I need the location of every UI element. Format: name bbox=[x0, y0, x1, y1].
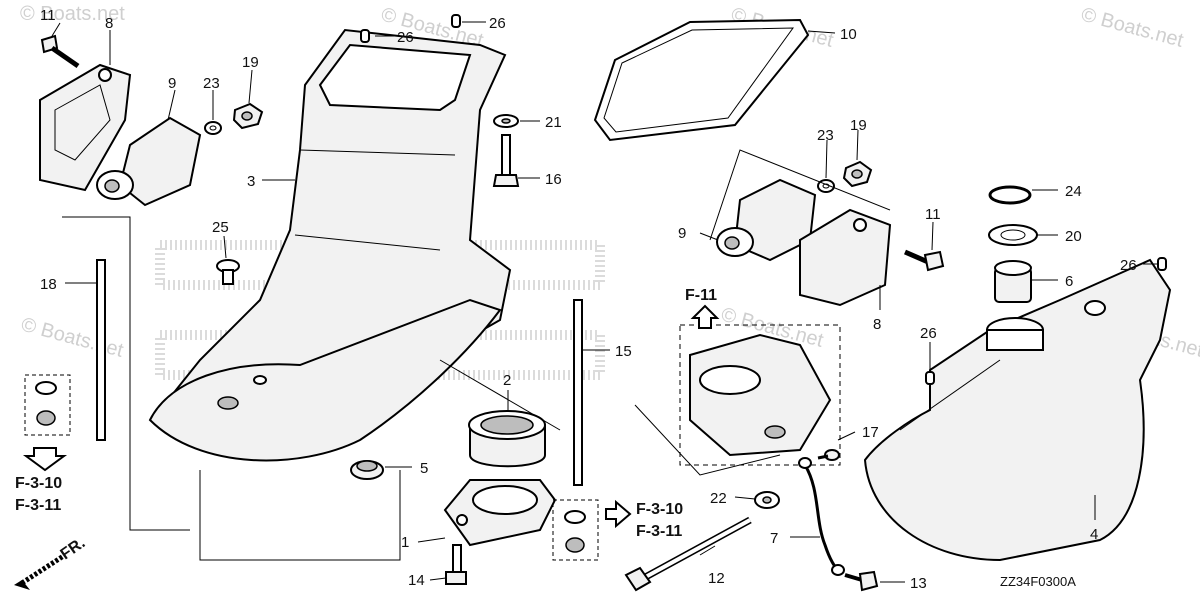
part-3-extension-case bbox=[148, 28, 512, 462]
callout-15: 15 bbox=[615, 343, 632, 360]
part-11-bolt-right bbox=[904, 249, 945, 272]
part-18-stud bbox=[96, 259, 106, 441]
part-6-bushing bbox=[994, 260, 1032, 303]
callout-8-left: 8 bbox=[105, 15, 113, 32]
ref-box-left-assembly bbox=[24, 374, 71, 436]
callout-19-left: 19 bbox=[242, 54, 259, 71]
callout-8-right: 8 bbox=[873, 316, 881, 333]
ref-mid-f310: F-3-10 bbox=[636, 501, 683, 518]
callout-24: 24 bbox=[1065, 183, 1082, 200]
part-26-dowel-c bbox=[1157, 257, 1167, 271]
part-17-screw bbox=[817, 449, 840, 461]
callout-23-right: 23 bbox=[817, 127, 834, 144]
callout-5: 5 bbox=[420, 460, 428, 477]
callout-18: 18 bbox=[40, 276, 57, 293]
callout-2: 2 bbox=[503, 372, 511, 389]
part-11-bolt-left bbox=[40, 34, 80, 69]
callout-26-a: 26 bbox=[397, 29, 414, 46]
callout-11-right: 11 bbox=[925, 206, 941, 223]
part-9-mount-left bbox=[96, 116, 202, 207]
part-23-washer-left bbox=[204, 121, 222, 135]
construction-lines bbox=[62, 149, 1001, 561]
callout-9-left: 9 bbox=[168, 75, 176, 92]
callout-17: 17 bbox=[862, 424, 879, 441]
ref-f11: F-11 bbox=[685, 287, 717, 304]
ref-box-mid-assembly bbox=[552, 499, 599, 561]
callout-10: 10 bbox=[840, 26, 857, 43]
callout-1: 1 bbox=[401, 534, 409, 551]
ref-left-f311: F-3-11 bbox=[15, 497, 61, 514]
part-24-circlip bbox=[988, 185, 1032, 205]
part-19-nut-right bbox=[842, 160, 873, 188]
callout-16: 16 bbox=[545, 171, 562, 188]
ref-left-f310: F-3-10 bbox=[15, 475, 62, 492]
f11-up-arrow bbox=[690, 304, 720, 329]
callout-12: 12 bbox=[708, 570, 725, 587]
callout-11-left: 11 bbox=[40, 7, 56, 24]
part-15-stud bbox=[573, 299, 583, 486]
part-4-lower-case bbox=[863, 258, 1172, 562]
callout-6: 6 bbox=[1065, 273, 1073, 290]
part-8-bracket-right bbox=[799, 208, 892, 307]
callout-13: 13 bbox=[910, 575, 927, 592]
part-20-ring bbox=[988, 224, 1038, 246]
diagram-code: ZZ34F0300A bbox=[1000, 574, 1076, 589]
f11-component bbox=[679, 324, 841, 466]
callout-22: 22 bbox=[710, 490, 727, 507]
part-5-seal bbox=[350, 460, 384, 480]
callout-19-right: 19 bbox=[850, 117, 867, 134]
callout-3: 3 bbox=[247, 173, 255, 190]
watermark-4: © Boats.net bbox=[1079, 4, 1186, 52]
right-arrow-mid bbox=[605, 499, 632, 529]
part-1-housing bbox=[443, 479, 557, 547]
callout-labels: 11 8 9 23 19 25 3 26 26 21 16 10 18 2 5 … bbox=[40, 7, 1137, 592]
front-direction-arrow: FR. bbox=[14, 535, 88, 590]
part-8-bracket-left bbox=[39, 63, 132, 192]
part-12-long-bolt bbox=[624, 516, 752, 592]
callout-21: 21 bbox=[545, 114, 562, 131]
part-26-dowel-d bbox=[925, 371, 935, 385]
callout-9-right: 9 bbox=[678, 225, 686, 242]
part-7-ground-cable bbox=[798, 457, 845, 576]
part-26-dowel-a bbox=[360, 29, 370, 43]
callout-4: 4 bbox=[1090, 526, 1098, 543]
callout-26-b: 26 bbox=[489, 15, 506, 32]
part-26-dowel-b bbox=[451, 14, 461, 28]
part-21-washer bbox=[493, 114, 519, 128]
part-16-bolt bbox=[492, 134, 520, 187]
watermark-1: © Boats.net bbox=[20, 3, 125, 25]
leader-lines bbox=[51, 21, 1158, 583]
part-13-bolt bbox=[844, 570, 879, 592]
callout-7: 7 bbox=[770, 530, 778, 547]
watermark-5: © Boats.net bbox=[19, 314, 126, 362]
part-10-gasket bbox=[593, 18, 810, 142]
callout-14: 14 bbox=[408, 572, 425, 589]
part-22-washer bbox=[754, 491, 780, 509]
watermark-group: © Boats.net © Boats.net © Boats.net © Bo… bbox=[19, 3, 1200, 362]
part-19-nut-left bbox=[232, 102, 264, 130]
ref-mid-f311: F-3-11 bbox=[636, 523, 682, 540]
callout-26-d: 26 bbox=[920, 325, 937, 342]
callout-26-c: 26 bbox=[1120, 257, 1137, 274]
down-arrow-left bbox=[22, 447, 68, 472]
callout-23-left: 23 bbox=[203, 75, 220, 92]
part-25-plug bbox=[216, 259, 240, 285]
callout-20: 20 bbox=[1065, 228, 1082, 245]
callout-25: 25 bbox=[212, 219, 229, 236]
reference-labels: F-11 F-3-10 F-3-11 F-3-10 F-3-11 bbox=[15, 287, 717, 540]
part-2-bearing bbox=[468, 410, 546, 468]
part-14-bolt bbox=[445, 544, 467, 585]
